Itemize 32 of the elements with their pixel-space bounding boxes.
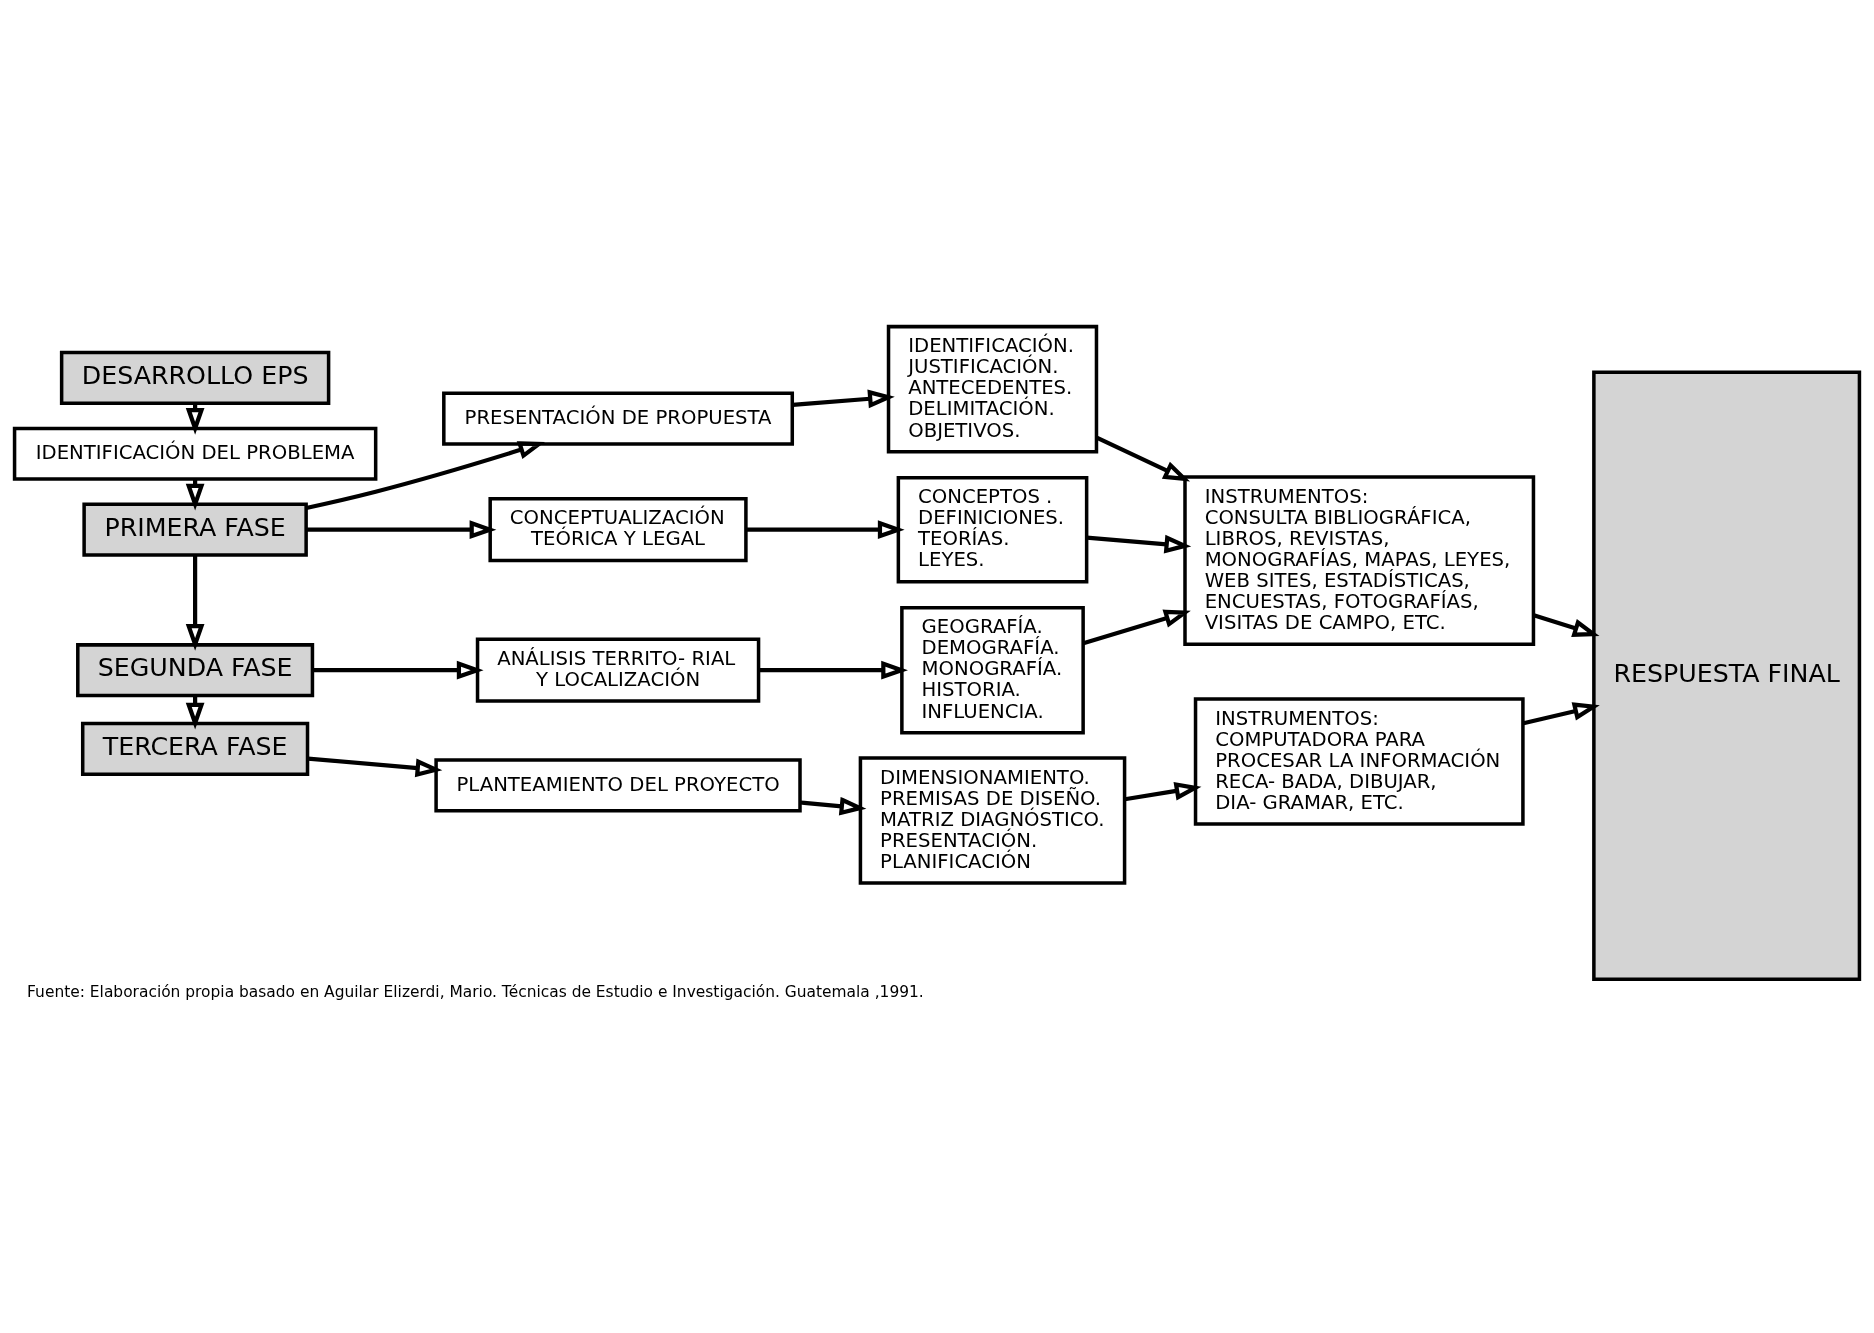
node-box: PRESENTACIÓN DE PROPUESTA: [442, 391, 795, 446]
node-box: SEGUNDA FASE: [76, 642, 315, 697]
node-box: GEOGRAFÍA. DEMOGRAFÍA. MONOGRAFÍA. HISTORIA. INFLUENCIA.: [900, 605, 1085, 734]
node-box: CONCEPTUALIZACIÓN TEÓRICA Y LEGAL: [488, 496, 748, 562]
arrow: [758, 660, 908, 680]
node-box: CONCEPTOS . DEFINICIONES. TEORÍAS. LEYES.: [896, 475, 1089, 583]
node-box: TERCERA FASE: [80, 721, 310, 776]
node-box: ANÁLISIS TERRITO- RIAL Y LOCALIZACIÓN: [475, 637, 761, 703]
node-box: INSTRUMENTOS: COMPUTADORA PARA PROCESAR LA INFORMACIÓN RECA- BADA, DIBUJAR, DIA- GRAMAR, ETC.: [1193, 696, 1525, 826]
arrow: [1082, 609, 1191, 645]
node-box: DIMENSIONAMIENTO. PREMISAS DE DISEÑO. MATRIZ DIAGNÓSTICO. PRESENTACIÓN. PLANIFICACIÓN: [858, 755, 1127, 885]
arrow: [306, 519, 497, 539]
arrow: [800, 796, 867, 816]
arrow: [307, 755, 443, 777]
node-box: INSTRUMENTOS: CONSULTA BIBLIOGRÁFICA, LIBROS, REVISTAS, MONOGRAFÍAS, MAPAS, LEYES, WEB SITES, ESTADÍSTICAS, ENCUESTAS, FOTOGRAFÍAS, VISITAS DE CAMPO, ETC.: [1183, 474, 1536, 646]
node-box: RESPUESTA FINAL: [1592, 370, 1862, 981]
arrow: [1086, 534, 1192, 553]
arrow: [313, 660, 484, 680]
arrow: [1095, 435, 1191, 482]
node-box: DESARROLLO EPS: [59, 350, 331, 405]
node-box: IDENTIFICACIÓN. JUSTIFICACIÓN. ANTECEDENTES. DELIMITACIÓN. OBJETIVOS.: [886, 324, 1099, 453]
arrow: [1533, 612, 1600, 637]
arrow: [1522, 701, 1600, 725]
arrow: [185, 554, 205, 651]
arrow: [1124, 781, 1202, 801]
node-box: PLANTEAMIENTO DEL PROYECTO: [434, 757, 802, 812]
arrow: [305, 440, 546, 510]
node-box: IDENTIFICACIÓN DEL PROBLEMA: [12, 426, 378, 481]
node-box: PRIMERA FASE: [82, 502, 308, 557]
arrow: [792, 389, 895, 408]
arrow: [746, 519, 905, 539]
caption: Fuente: Elaboración propia basado en Aguilar Elizerdi, Mario. Técnicas de Estudio e Investigación. Guatemala ,1991.: [27, 982, 924, 1001]
